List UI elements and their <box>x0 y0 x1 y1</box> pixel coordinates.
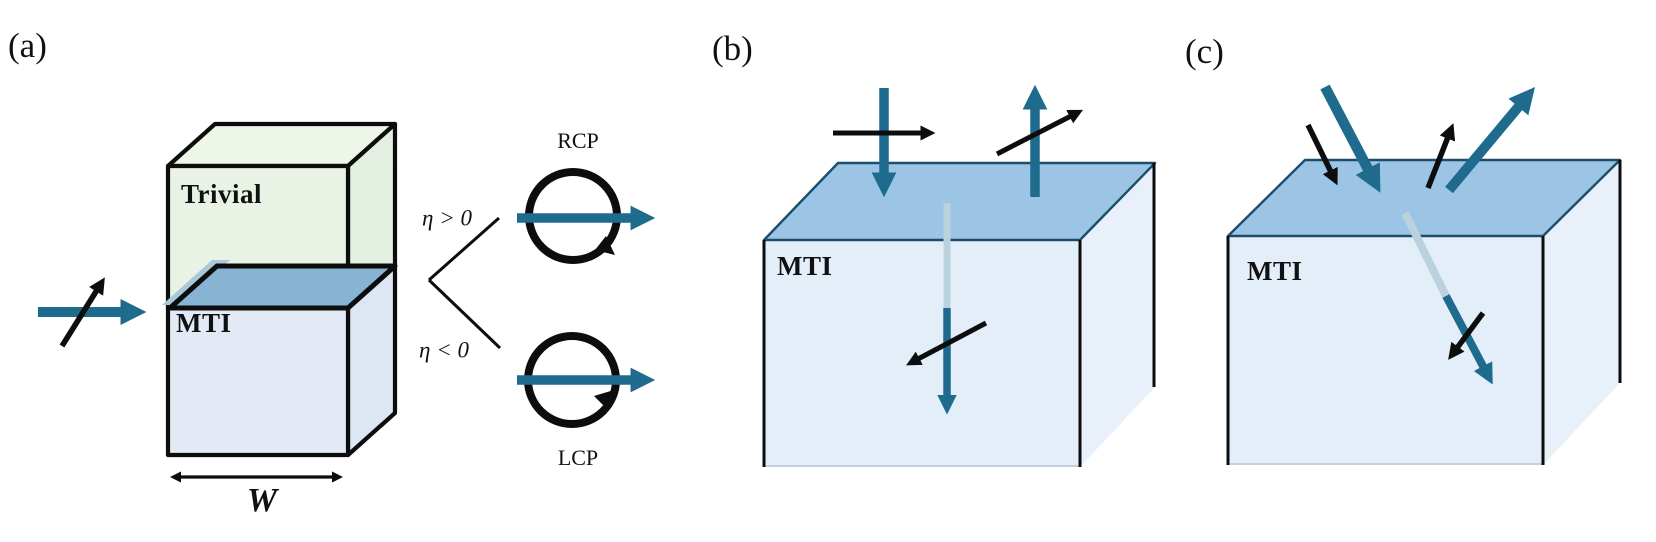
lcp-rotation-arrowhead <box>594 390 614 408</box>
mti-front-face-c <box>1228 236 1543 465</box>
mti-right-face-b <box>1080 163 1155 467</box>
incident-polarization-arrow-a <box>59 277 105 348</box>
transmitted-polarization-arrow-b <box>906 320 988 366</box>
lcp-label: LCP <box>557 445 599 470</box>
eta-positive-label: η > 0 <box>422 205 472 231</box>
incident-light-arrow-c <box>1320 84 1381 193</box>
reflected-light-arrow-c <box>1445 87 1536 194</box>
transmitted-light-arrow-c <box>1442 294 1493 385</box>
panel-b-diagram <box>762 84 1157 467</box>
interface-face <box>167 263 398 311</box>
mti-right-face-c <box>1543 160 1620 465</box>
panel-c-diagram <box>1226 84 1622 465</box>
reflected-polarization-arrow-c <box>1425 123 1456 190</box>
panel-a-label: (a) <box>8 26 47 65</box>
mti-box-label-a: MTI <box>176 308 232 338</box>
rcp-label: RCP <box>557 128 599 153</box>
transmitted-polarization-arrow-c <box>1448 311 1486 360</box>
trivial-box-label: Trivial <box>181 179 262 209</box>
mti-box-label-c: MTI <box>1247 256 1303 286</box>
panel-b-label: (b) <box>712 29 753 68</box>
panel-c-label: (c) <box>1185 32 1224 71</box>
reflected-polarization-arrow-b <box>995 109 1084 157</box>
width-label: W <box>246 482 278 519</box>
transmitted-beam-faded-c <box>1401 211 1452 302</box>
incident-polarization-arrow-c <box>1305 123 1338 186</box>
branch-line-top <box>428 216 500 282</box>
mti-box-label-b: MTI <box>777 251 833 281</box>
rcp-rotation-arrowhead <box>595 236 615 255</box>
branch-line-bottom <box>427 278 502 350</box>
panel-a-diagram <box>38 121 656 483</box>
eta-negative-label: η < 0 <box>419 337 469 363</box>
